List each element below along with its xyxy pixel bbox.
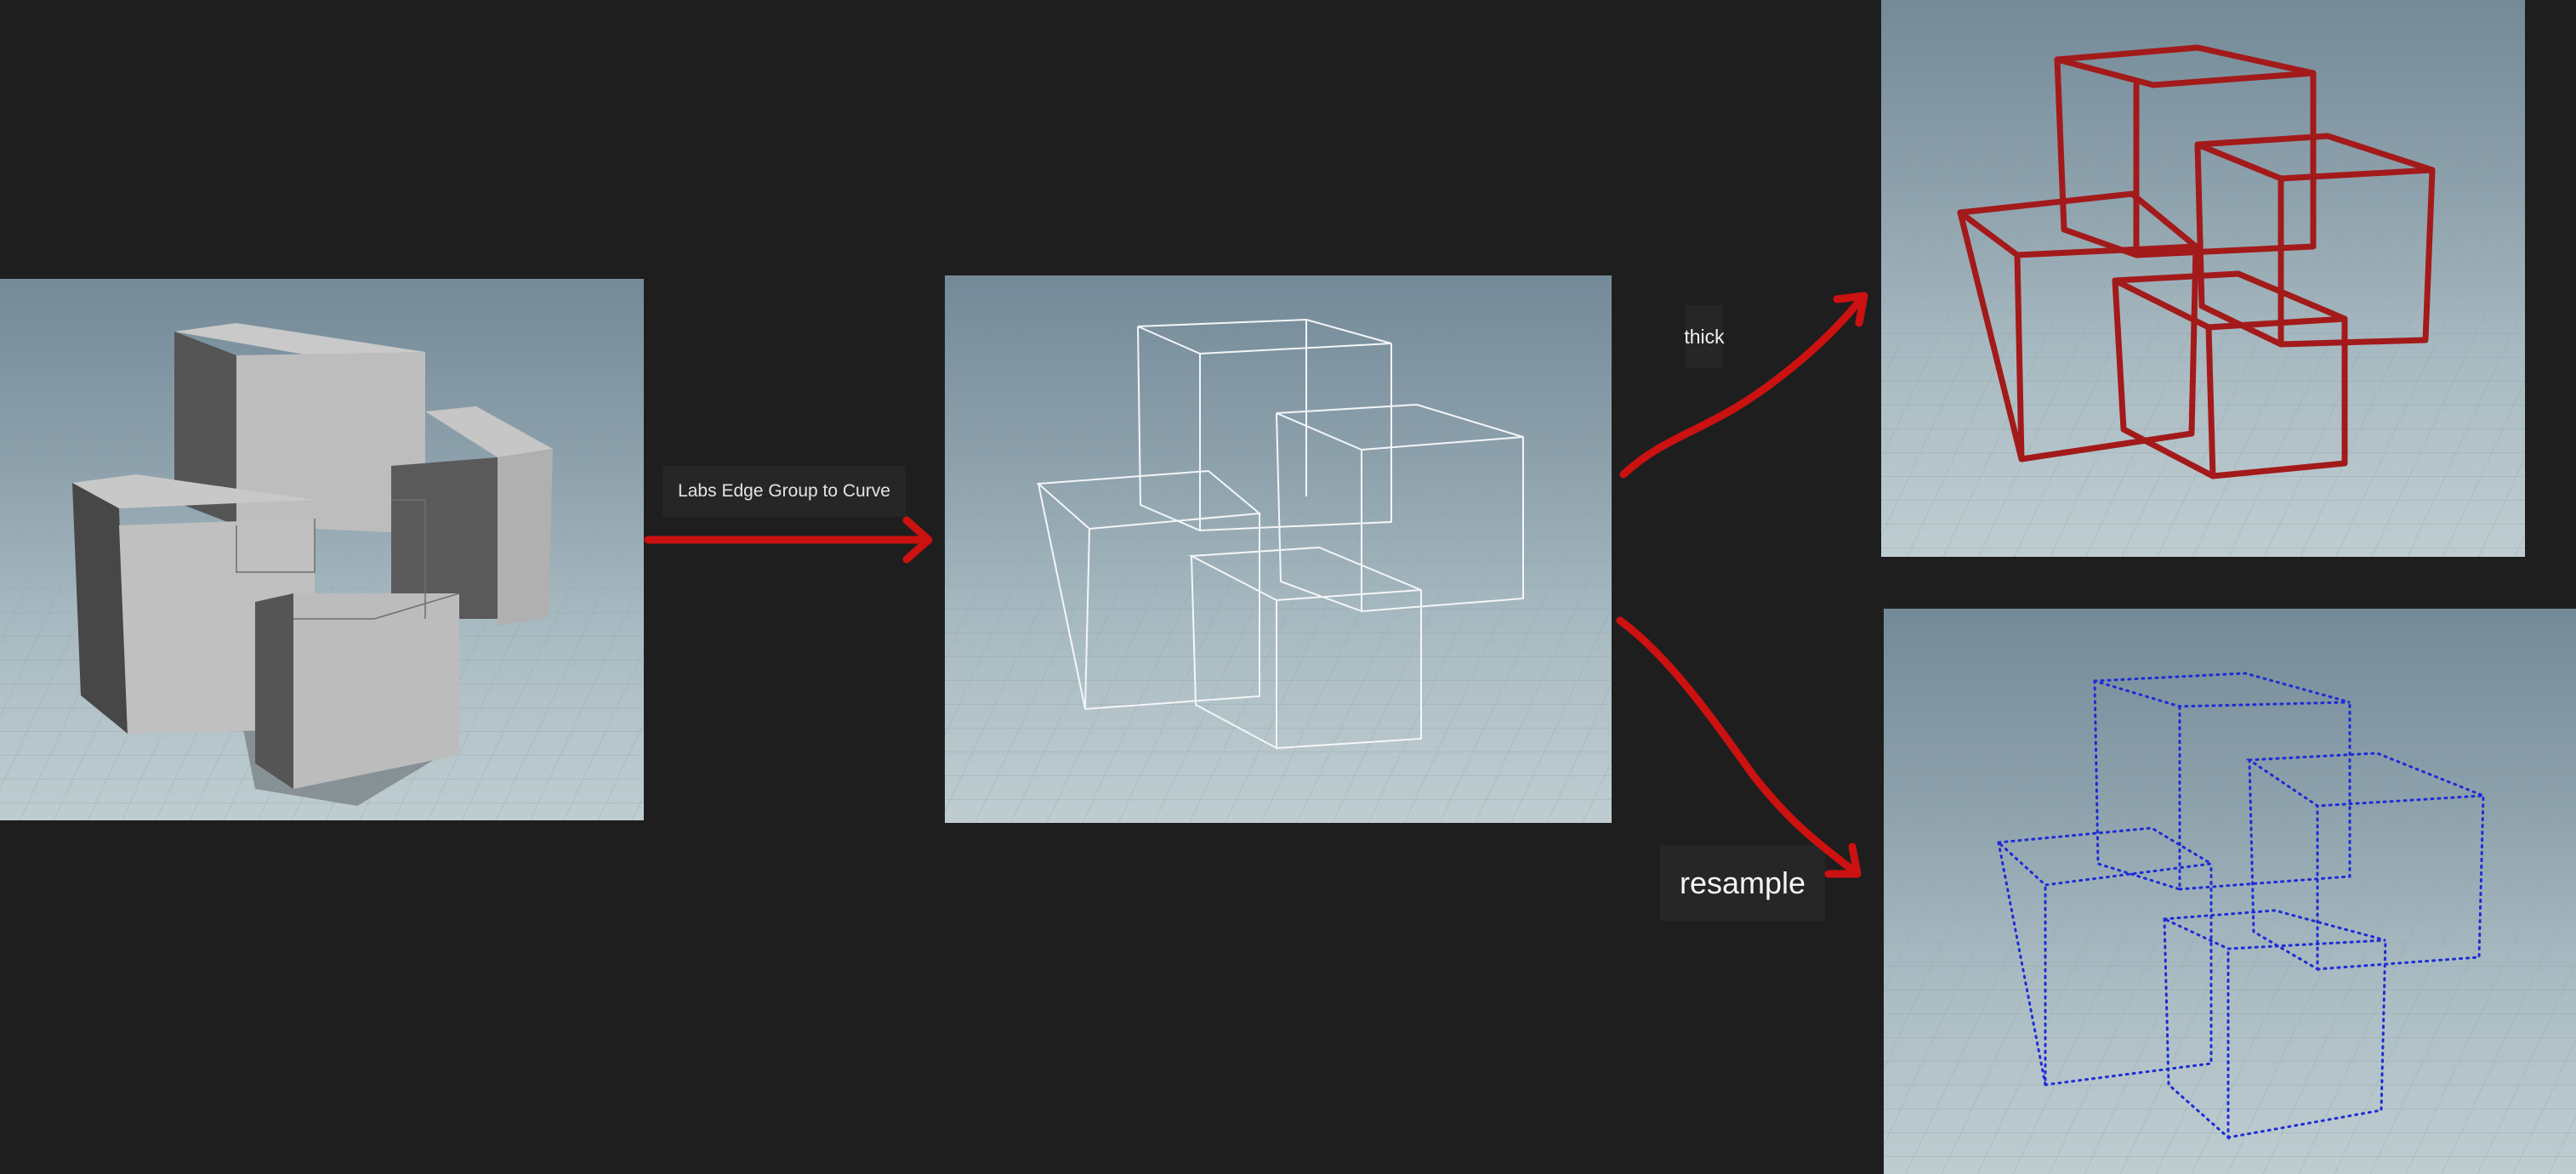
arrow-to-resample-head: [1824, 842, 1862, 878]
resampled-point-cubes: [1884, 672, 2576, 1174]
shaded-cube-cross: [0, 323, 644, 820]
resample-label: resample: [1660, 845, 1825, 921]
wireframe-curve-viewport: [945, 275, 1612, 823]
source-geometry-viewport: [0, 279, 644, 820]
thick-tube-cubes: [1881, 44, 2525, 557]
arrow-to-curve-head: [902, 516, 933, 564]
arrow-to-resample: [1616, 616, 1858, 876]
edge-group-to-curve-label: Labs Edge Group to Curve: [662, 466, 906, 517]
arrow-to-thick-head: [1833, 292, 1868, 327]
resample-result-viewport: [1884, 609, 2576, 1174]
thick-result-viewport: [1881, 0, 2525, 557]
wireframe-cubes: [945, 318, 1612, 823]
thick-label: thick: [1684, 305, 1725, 368]
arrow-to-thick: [1619, 295, 1865, 479]
